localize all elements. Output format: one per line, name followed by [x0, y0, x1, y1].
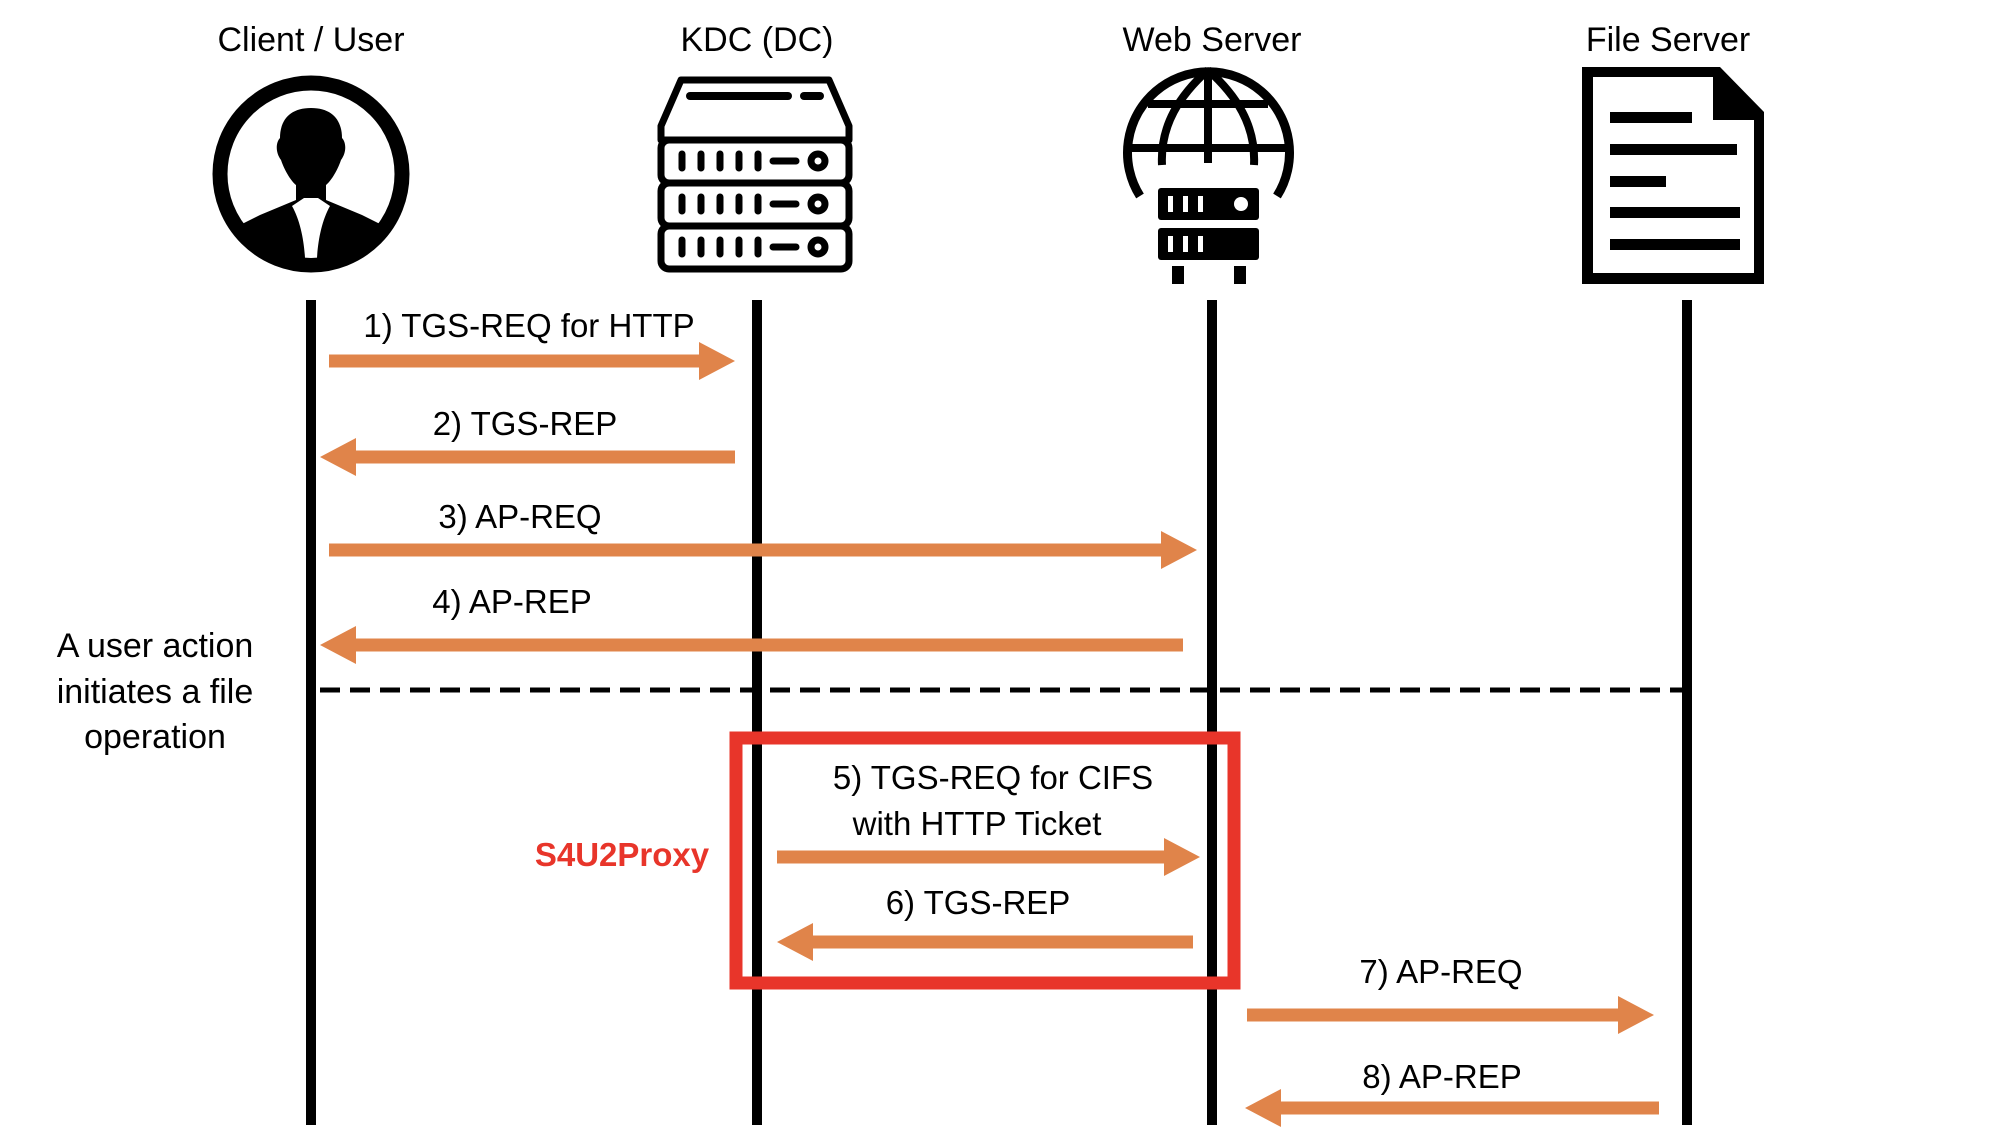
document-icon — [1582, 67, 1764, 284]
s4u2proxy-label: S4U2Proxy — [535, 836, 710, 873]
message-arrow-8 — [1245, 1089, 1659, 1127]
message-label-5-line-2: with HTTP Ticket — [852, 805, 1102, 842]
message-arrow-7 — [1247, 996, 1654, 1034]
message-label-5-line-1: 5) TGS-REQ for CIFS — [833, 759, 1153, 796]
message-arrow-5 — [777, 838, 1200, 876]
user-icon — [212, 75, 410, 273]
server-stack-icon — [657, 76, 853, 273]
separator-note-line-3: operation — [84, 718, 226, 756]
message-arrow-4 — [320, 626, 1183, 664]
message-label-4: 4) AP-REP — [432, 583, 592, 620]
message-arrow-6 — [777, 923, 1193, 961]
message-label-6: 6) TGS-REP — [886, 884, 1071, 921]
separator-note-line-1: A user action — [57, 627, 254, 665]
participant-title-web: Web Server — [1123, 21, 1302, 59]
message-label-7: 7) AP-REQ — [1359, 953, 1522, 990]
participant-title-client: Client / User — [217, 21, 404, 59]
message-label-1: 1) TGS-REQ for HTTP — [363, 307, 694, 344]
message-arrow-1 — [329, 342, 735, 380]
separator-note-line-2: initiates a file — [57, 673, 254, 711]
message-label-2: 2) TGS-REP — [433, 405, 618, 442]
message-arrow-3 — [329, 531, 1197, 569]
participant-title-file: File Server — [1586, 21, 1750, 59]
message-arrow-2 — [320, 438, 735, 476]
message-label-8: 8) AP-REP — [1362, 1058, 1522, 1095]
s4u2proxy-highlight-box — [729, 731, 1241, 990]
participant-title-kdc: KDC (DC) — [681, 21, 834, 59]
message-label-3: 3) AP-REQ — [438, 498, 601, 535]
web-server-globe-icon — [1123, 67, 1294, 284]
